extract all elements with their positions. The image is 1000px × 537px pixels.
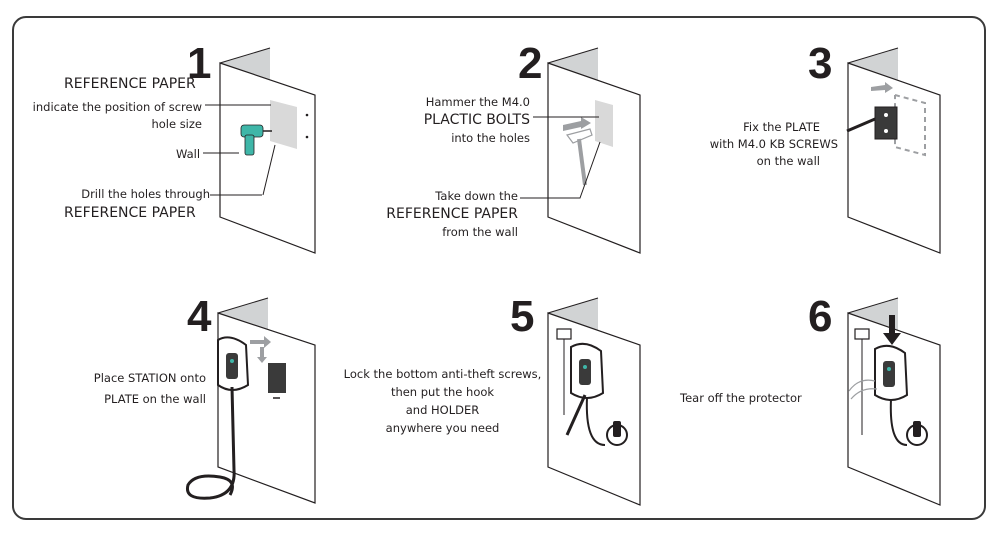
charging-station-icon [217,336,250,391]
step-4-number: 4 [187,292,212,341]
step-2-take-line2: REFERENCE PAPER [386,206,518,222]
step-4-illustration [185,297,316,504]
reference-paper [270,100,297,149]
step-3-fix-line1: Fix the PLATE [743,120,820,134]
step-5-lock-line3: and HOLDER [405,403,480,417]
step-6-tear-line1: Tear off the protector [680,391,802,405]
holder-icon [906,421,928,446]
step-6-number: 6 [808,292,833,341]
step-3-number: 3 [808,39,833,88]
step-2-hammer-line2: PLACTIC BOLTS [423,112,530,128]
wall [847,62,941,254]
step-5-lock-line1: Lock the bottom anti-theft screws, [343,367,542,381]
holder-icon [606,421,628,446]
hammer-icon [565,128,593,186]
step-1-number: 1 [187,39,212,88]
step-1-wall-label: Wall [176,147,201,161]
wall [547,312,641,506]
step-2-number: 2 [518,39,543,88]
step-6-illustration [847,297,941,506]
step-2-take-line1: Take down the [435,189,518,203]
down-arrow-icon [883,315,901,345]
reference-paper [595,100,613,147]
charging-station-icon [570,342,605,399]
step-3-fix-line2: with M4.0 KB SCREWS [709,137,838,151]
plate-outline [894,94,926,157]
bolt-arrow-icon [563,117,591,131]
step-3-fix-line3: on the wall [756,154,820,168]
step-1-ref-leader [205,104,271,106]
step-2-hammer-line1: Hammer the M4.0 [425,95,530,109]
screwdriver-icon [846,82,893,133]
step-5-lock-line2: then put the hook [390,385,495,399]
step-2-hammer-leader [533,116,599,118]
wall [219,62,316,254]
step-1-ref-line2: hole size [151,117,202,131]
placement-arrow-icon [250,336,271,363]
step-1-ref-line1: indicate the position of screw [32,100,202,114]
mounting-plate-icon [874,106,898,140]
step-1-drill-line2: REFERENCE PAPER [64,205,196,221]
step-1-illustration [219,47,316,254]
wall [847,312,941,506]
hand-icon [848,379,878,400]
step-2-hammer-line3: into the holes [451,131,530,145]
step-2-take-line3: from the wall [442,225,518,239]
plate-icon [268,363,286,399]
instruction-frame [12,16,986,520]
step-1-ref-title: REFERENCE PAPER [64,76,196,92]
drill-icon [240,124,272,156]
step-1-wall-leader [203,152,239,154]
step-5-illustration [547,297,641,506]
step-5-number: 5 [510,292,535,341]
step-3-illustration [846,47,941,254]
cable-icon [185,386,236,500]
step-5-lock-line4: anywhere you need [385,421,500,435]
step-1-drill-leader [210,194,262,196]
step-4-place-line2: PLATE on the wall [104,392,206,406]
step-1-drill-line1: Drill the holes through [81,187,210,201]
step-4-place-line1: Place STATION onto [93,371,206,385]
charging-station-icon [874,344,909,401]
step-2-take-leader [520,141,601,199]
